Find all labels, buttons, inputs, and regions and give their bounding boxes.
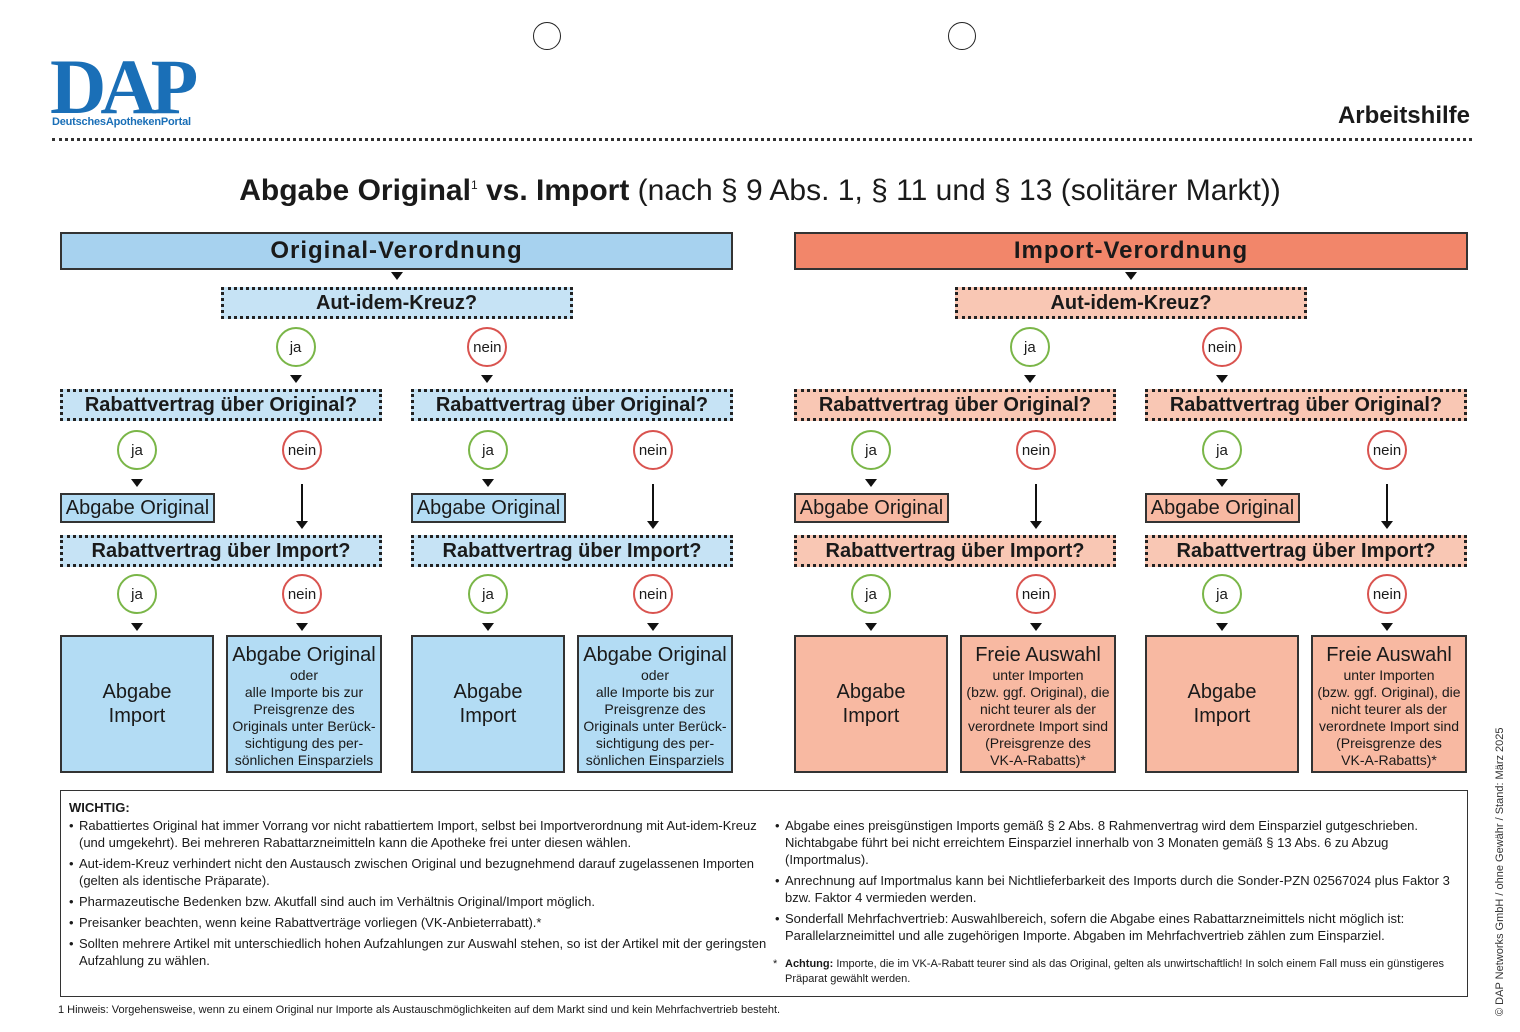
abgabe-original-box: Abgabe Original — [411, 493, 566, 523]
arrow-head — [131, 623, 143, 631]
nein-circle: nein — [633, 430, 673, 470]
original-rv-import-question: Rabattvertrag über Import? — [60, 535, 382, 567]
arrow-head — [482, 623, 494, 631]
footnote: 1 Hinweis: Vorgehensweise, wenn zu einem… — [58, 1004, 781, 1016]
ja-circle: ja — [275, 327, 316, 367]
original-aut-idem-question: Aut-idem-Kreuz? — [220, 287, 573, 319]
arrow-line — [301, 484, 303, 522]
arrow-head — [481, 375, 494, 383]
note-item: Preisanker beachten, wenn keine Rabattve… — [67, 914, 767, 931]
nein-circle: nein — [633, 574, 673, 614]
note-item: Sollten mehrere Artikel mit unterschiedl… — [67, 935, 767, 969]
import-rv-original-question: Rabattvertrag über Original? — [1145, 389, 1467, 421]
arrow-head — [1023, 375, 1036, 383]
arrow-head — [865, 623, 877, 631]
import-verordnung-header: Import-Verordnung — [794, 232, 1468, 270]
ja-circle: ja — [117, 574, 157, 614]
arrow-line — [1035, 484, 1037, 522]
import-aut-idem-question: Aut-idem-Kreuz? — [955, 287, 1307, 319]
punch-hole-left — [533, 22, 561, 50]
arrow-head — [647, 623, 659, 631]
note-item: Abgabe eines preisgünstigen Imports gemä… — [773, 817, 1459, 868]
document-type: Arbeitshilfe — [1337, 102, 1470, 129]
ja-circle: ja — [851, 430, 891, 470]
abgabe-original-box: Abgabe Original — [60, 493, 215, 523]
original-rv-original-question: Rabattvertrag über Original? — [60, 389, 382, 421]
arrow-head — [296, 521, 308, 529]
star-note: *Achtung: Importe, die im VK-A-Rabatt te… — [773, 958, 1445, 985]
import-rv-original-question: Rabattvertrag über Original? — [794, 389, 1116, 421]
import-rv-import-question: Rabattvertrag über Import? — [1145, 535, 1467, 567]
dap-logo: DAP — [50, 43, 198, 130]
note-item: Rabattiertes Original hat immer Vorrang … — [67, 817, 767, 851]
arrow-head — [1215, 375, 1228, 383]
punch-hole-right — [948, 22, 976, 50]
arrow-head — [296, 623, 308, 631]
arrow-head — [131, 479, 143, 487]
arrow-head — [647, 521, 659, 529]
page-title: Abgabe Original1 vs. Import (nach § 9 Ab… — [239, 174, 1281, 207]
arrow-head — [865, 479, 877, 487]
nein-circle: nein — [467, 327, 508, 367]
notes-box: WICHTIG: Rabattiertes Original hat immer… — [60, 790, 1468, 997]
nein-circle: nein — [282, 430, 322, 470]
notes-heading: WICHTIG: — [69, 800, 130, 815]
ja-circle: ja — [468, 574, 508, 614]
ja-circle: ja — [1202, 430, 1242, 470]
original-rv-original-question: Rabattvertrag über Original? — [411, 389, 733, 421]
logo-subtitle: DeutschesApothekenPortal — [52, 116, 191, 128]
arrow-line — [1386, 484, 1388, 522]
notes-left-list: Rabattiertes Original hat immer Vorrang … — [67, 817, 767, 973]
ja-circle: ja — [117, 430, 157, 470]
nein-circle: nein — [282, 574, 322, 614]
notes-right-list: Abgabe eines preisgünstigen Imports gemä… — [773, 817, 1459, 948]
note-item: Aut-idem-Kreuz verhindert nicht den Aust… — [67, 855, 767, 889]
copyright-vertical: © DAP Networks GmbH / ohne Gewähr / Stan… — [1494, 727, 1506, 1016]
ja-circle: ja — [851, 574, 891, 614]
nein-circle: nein — [1016, 430, 1056, 470]
note-item: Anrechnung auf Importmalus kann bei Nich… — [773, 872, 1459, 906]
nein-circle: nein — [1367, 574, 1407, 614]
arrow-head — [1216, 479, 1228, 487]
arrow-head — [1381, 623, 1393, 631]
arrow-head — [1216, 623, 1228, 631]
original-rv-import-question: Rabattvertrag über Import? — [411, 535, 733, 567]
header-divider — [52, 138, 1472, 141]
note-item: Pharmazeutische Bedenken bzw. Akutfall s… — [67, 893, 767, 910]
ja-circle: ja — [1009, 327, 1050, 367]
arrow-line — [652, 484, 654, 522]
original-verordnung-header: Original-Verordnung — [60, 232, 733, 270]
nein-circle: nein — [1201, 327, 1242, 367]
arrow-head — [390, 272, 403, 280]
arrow-head — [1030, 521, 1042, 529]
arrow-head — [482, 479, 494, 487]
arrow-head — [1125, 272, 1137, 280]
arrow-head — [1381, 521, 1393, 529]
arrow-head — [1030, 623, 1042, 631]
abgabe-original-box: Abgabe Original — [1145, 493, 1300, 523]
nein-circle: nein — [1016, 574, 1056, 614]
nein-circle: nein — [1367, 430, 1407, 470]
arrow-head — [289, 375, 302, 383]
note-item: Sonderfall Mehrfachvertrieb: Auswahlbere… — [773, 910, 1459, 944]
ja-circle: ja — [468, 430, 508, 470]
import-rv-import-question: Rabattvertrag über Import? — [794, 535, 1116, 567]
abgabe-original-box: Abgabe Original — [794, 493, 949, 523]
ja-circle: ja — [1202, 574, 1242, 614]
